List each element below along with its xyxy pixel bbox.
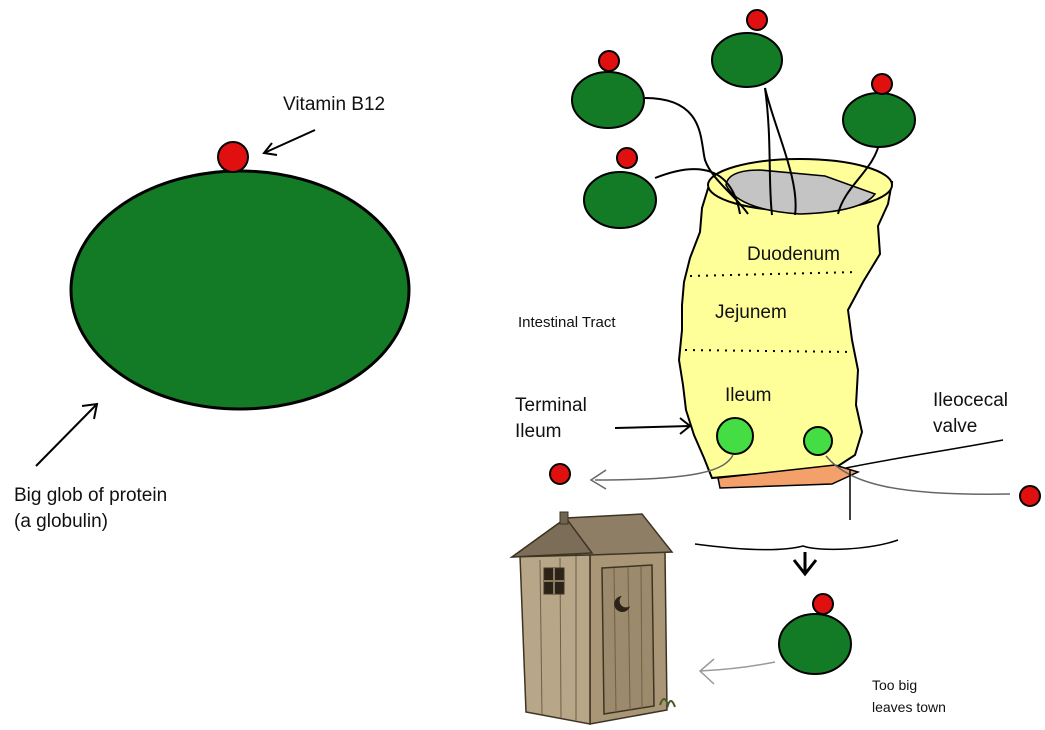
to-outhouse-arrow	[700, 659, 775, 684]
released-b12-path	[826, 456, 1010, 494]
ileocecal-valve-pointer	[846, 440, 1003, 468]
big-globulin-group	[71, 142, 409, 409]
duodenum-label: Duodenum	[747, 244, 840, 265]
exit-arrow	[794, 552, 816, 574]
receptor-right	[804, 427, 832, 455]
absorbed-b12-molecule	[550, 464, 570, 484]
protein-arrow	[36, 404, 97, 466]
ileocecal-valve-label-line2: valve	[933, 416, 977, 437]
vitamin-b12-molecule	[218, 142, 248, 172]
terminal-ileum-label-line1: Terminal	[515, 395, 587, 416]
vitamin-b12-arrow	[264, 130, 315, 155]
glob-top-right	[843, 74, 915, 147]
ileum-label: Ileum	[725, 385, 771, 406]
outhouse	[512, 512, 675, 724]
intestinal-tract-label: Intestinal Tract	[518, 314, 616, 331]
intestine-body	[679, 182, 892, 478]
too-big-label-line2: leaves town	[872, 699, 946, 715]
glob-mid-left	[584, 148, 656, 228]
protein-label-line1: Big glob of protein	[14, 485, 167, 506]
ileocecal-valve-label-line1: Ileocecal	[933, 390, 1008, 411]
protein-label-line2: (a globulin)	[14, 511, 108, 532]
terminal-ileum-label-line2: Ileum	[515, 421, 561, 442]
intestinal-tract	[679, 159, 892, 488]
big-globulin	[71, 171, 409, 409]
glob-too-big	[779, 594, 851, 674]
released-b12-molecule	[1020, 486, 1040, 506]
exit-brace	[695, 540, 898, 550]
glob-top-left	[572, 51, 644, 128]
terminal-ileum-arrow	[615, 418, 690, 434]
receptor-left	[717, 418, 753, 454]
too-big-label-line1: Too big	[872, 677, 917, 693]
vitamin-b12-label: Vitamin B12	[283, 94, 385, 115]
jejunem-label: Jejunem	[715, 302, 787, 323]
glob-top-center	[712, 10, 782, 87]
